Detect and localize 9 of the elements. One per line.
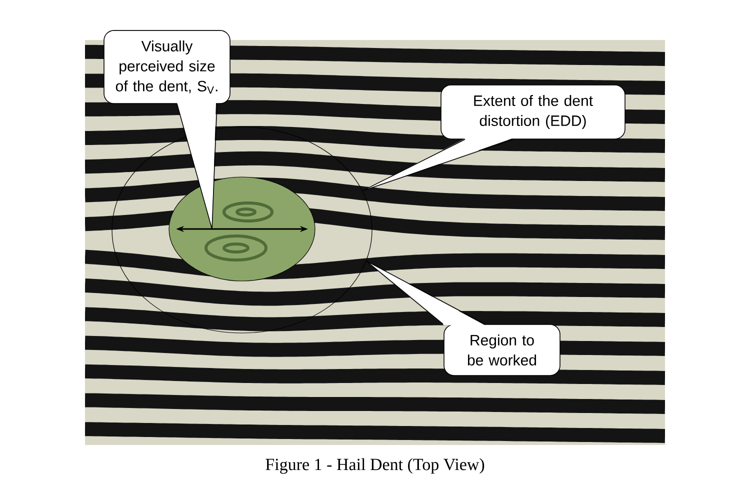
pointer-wedge bbox=[176, 102, 218, 230]
callout-bubble: Visually perceived size of the dent, S$_{V}$. bbox=[104, 30, 230, 104]
callout-bubble: Region to be worked bbox=[444, 324, 560, 376]
distortion-ellipse bbox=[112, 126, 372, 334]
dent-ellipse bbox=[168, 176, 316, 282]
figure-caption: Figure 1 - Hail Dent (Top View) bbox=[266, 458, 484, 474]
callout-bubble: Extent of the dent distortion (EDD) bbox=[440, 84, 626, 140]
pointer-wedge bbox=[362, 138, 514, 192]
pointer-wedge bbox=[366, 260, 486, 326]
